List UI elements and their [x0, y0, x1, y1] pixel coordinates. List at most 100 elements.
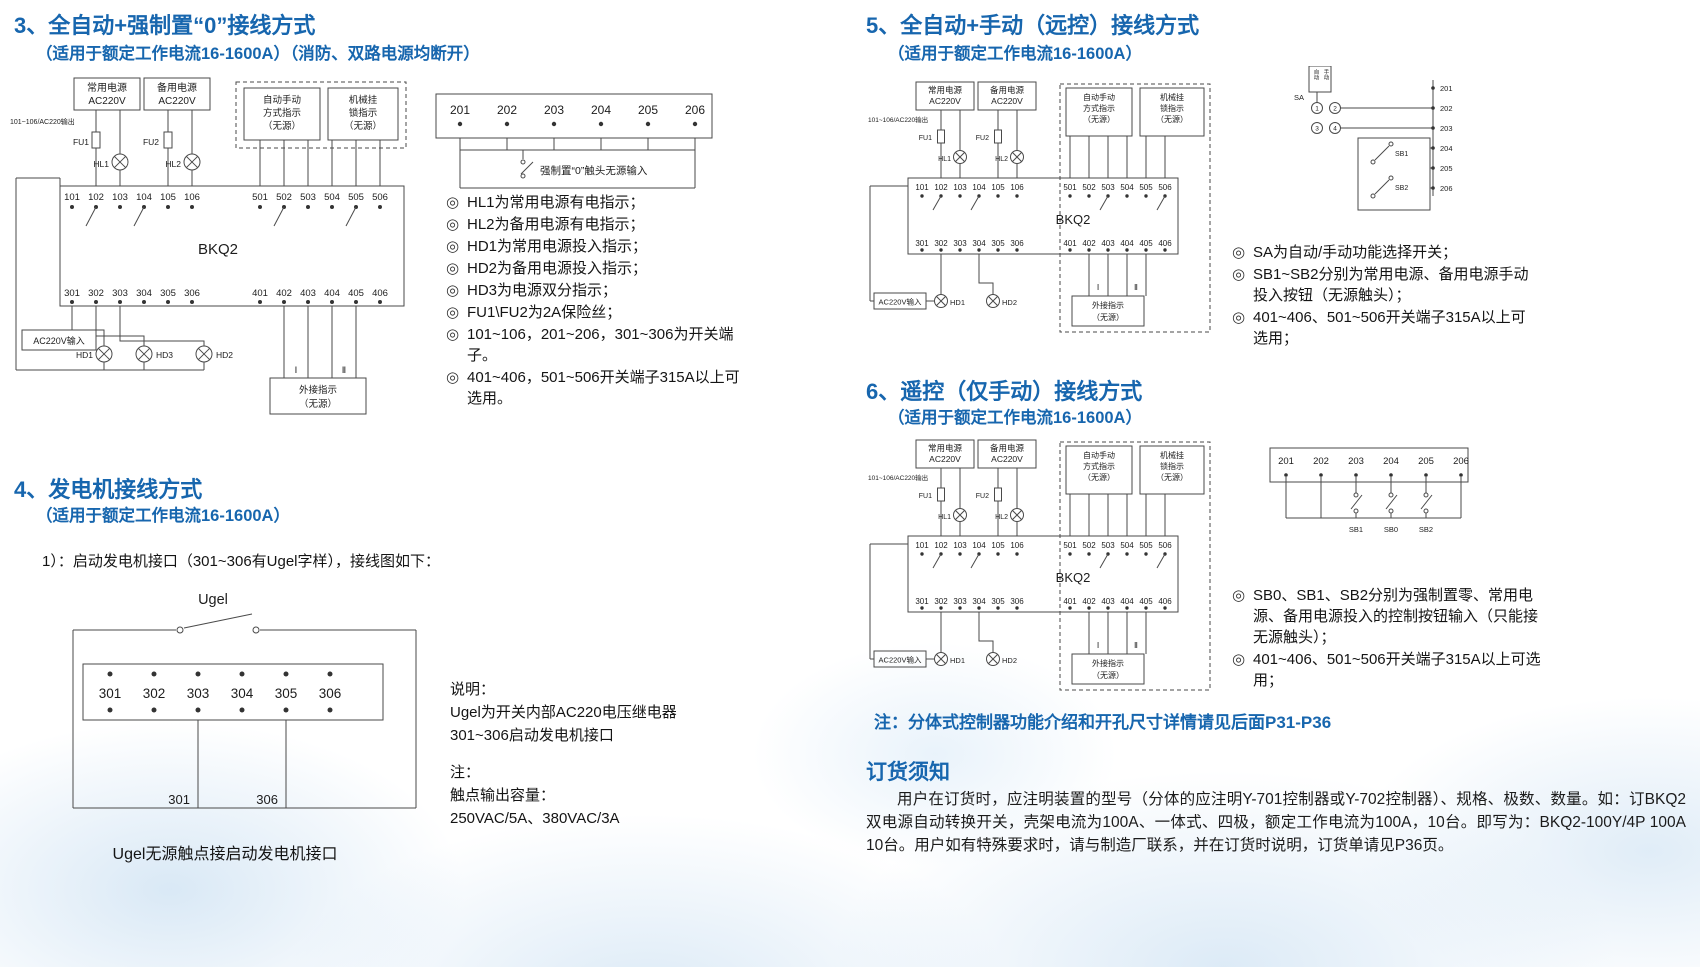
auto-indicator-line1: 自动手动 [1083, 450, 1115, 460]
auto-indicator-line1: 自动手动 [263, 94, 301, 106]
fuse1-label: FU1 [73, 137, 89, 147]
spacer [450, 747, 677, 761]
list-item-text: HL1为常用电源有电指示； [467, 194, 645, 211]
list-item: ◎SA为自动/手动功能选择开关； [1232, 242, 1537, 263]
bullet-icon: ◎ [446, 326, 460, 343]
roman-two: Ⅱ [1134, 283, 1138, 292]
list-item: ◎ 101~106，201~206，301~306为开关端子。 [446, 324, 751, 366]
normal-supply-label: 常用电源 [928, 85, 963, 95]
list-item-text: 101~106，201~206，301~306为开关端子。 [467, 326, 734, 364]
section3-heading: 3、全自动+强制置“0”接线方式 [14, 13, 316, 38]
wire-label-306: 306 [256, 792, 278, 807]
bullet-icon: ◎ [446, 216, 460, 233]
notes-title: 说明： [450, 681, 496, 698]
output-range-label: 101~106/AC220输出 [10, 117, 75, 126]
list-item-text: HD2为备用电源投入指示； [467, 260, 648, 277]
auto-indicator-line3: （无源） [1083, 115, 1115, 124]
ext-indicator-line2: （无源） [1092, 313, 1124, 322]
wiring-labels: 常用电源 AC220V 备用电源 AC220V 101~106/AC220输出 … [10, 81, 388, 410]
lamp-hl2-label: HL2 [165, 159, 181, 169]
backup-supply-label: 备用电源 [990, 85, 1025, 95]
backup-supply-label: 备用电源 [990, 443, 1025, 453]
normal-supply-label: 常用电源 [928, 443, 963, 453]
ac-input-label: AC220V输入 [879, 655, 922, 665]
normal-supply-voltage: AC220V [929, 96, 961, 106]
list-item: ◎HL2为备用电源有电指示； [446, 214, 751, 235]
lamp-hl1-label: HL1 [938, 514, 951, 521]
device-label: BKQ2 [1056, 570, 1091, 585]
strip-lines [435, 93, 713, 189]
lamp-hd3-label: HD3 [156, 350, 173, 360]
lock-indicator-line3: （无源） [1156, 473, 1188, 482]
section5-subtitle: （适用于额定工作电流16-1600A） [888, 45, 1142, 63]
lock-indicator-line2: 锁指示 [1160, 103, 1184, 113]
list-item: ◎FU1\FU2为2A保险丝； [446, 302, 751, 323]
section3-notes-list: ◎HL1为常用电源有电指示； ◎HL2为备用电源有电指示； ◎HD1为常用电源投… [446, 192, 751, 410]
lamp-hd2-label: HD2 [1002, 298, 1017, 307]
ext-indicator-line1: 外接指示 [1092, 300, 1124, 310]
list-item: ◎401~406，501~506开关端子315A以上可选用。 [446, 367, 751, 409]
lock-indicator-line1: 机械挂 [349, 94, 378, 106]
list-item: ◎HD2为备用电源投入指示； [446, 258, 751, 279]
fuse2-label: FU2 [143, 137, 159, 147]
lamp-hd2-label: HD2 [216, 350, 233, 360]
auto-indicator-line1: 自动手动 [1083, 92, 1115, 102]
bullet-icon: ◎ [446, 369, 460, 386]
fuse2-label: FU2 [976, 493, 989, 500]
bullet-icon: ◎ [446, 282, 460, 299]
list-item-text: SB0、SB1、SB2分别为强制置零、常用电源、备用电源投入的控制按钮输入（只能… [1253, 587, 1539, 646]
notes-title: 注： [450, 764, 481, 781]
button-sb1-label: SB1 [1349, 525, 1363, 534]
generator-diagram-caption: Ugel无源触点接启动发电机接口 [112, 846, 338, 863]
list-item-text: 401~406、501~506开关端子315A以上可选用； [1253, 651, 1541, 689]
wiring-diagram-auto-manual: 常用电源 AC220V 备用电源 AC220V 101~106/AC220输出 … [868, 81, 1211, 333]
backup-supply-label: 备用电源 [157, 81, 197, 94]
fuse2-label: FU2 [976, 135, 989, 142]
lamp-hd1-label: HD1 [950, 298, 965, 307]
lamp-hl2-label: HL2 [995, 514, 1008, 521]
output-range-label: 101~106/AC220输出 [868, 115, 928, 124]
list-item: ◎ HD3为电源双分指示； [446, 280, 751, 301]
button-sb2-label: SB2 [1395, 185, 1408, 192]
auto-indicator-line2: 方式指示 [263, 107, 301, 119]
list-item: ◎401~406、501~506开关端子315A以上可选用； [1232, 307, 1537, 349]
contact-2: 2 [1333, 106, 1337, 113]
bullet-icon: ◎ [446, 238, 460, 255]
lock-indicator-line2: 锁指示 [349, 107, 378, 119]
wiring-lines [72, 613, 417, 809]
notes-line: 触点输出容量： [450, 787, 556, 804]
wiring-diagram-auto-force-zero: 常用电源 AC220V 备用电源 AC220V 101~106/AC220输出 … [10, 77, 407, 415]
lock-indicator-line1: 机械挂 [1160, 92, 1184, 102]
wiring-labels: 常用电源 AC220V 备用电源 AC220V 101~106/AC220输出 … [868, 443, 1188, 680]
selector-sa-label: SA [1294, 93, 1304, 102]
contact-4: 4 [1333, 126, 1337, 133]
contact-3: 3 [1315, 126, 1319, 133]
lamp-hl1-label: HL1 [93, 159, 109, 169]
lock-indicator-line3: （无源） [344, 120, 382, 132]
list-item: ◎SB0、SB1、SB2分别为强制置零、常用电源、备用电源投入的控制按钮输入（只… [1232, 585, 1552, 648]
section6-notes-list: ◎SB0、SB1、SB2分别为强制置零、常用电源、备用电源投入的控制按钮输入（只… [1232, 585, 1552, 692]
ext-indicator-line2: （无源） [1092, 671, 1124, 680]
wiring-lines [15, 77, 407, 415]
backup-supply-voltage: AC220V [991, 454, 1023, 464]
device-label: BKQ2 [1056, 212, 1091, 227]
fuse1-label: FU1 [919, 135, 932, 142]
list-item-text: HD3为电源双分指示； [467, 282, 618, 299]
list-item-text: 401~406、501~506开关端子315A以上可选用； [1253, 309, 1526, 347]
section4-notes: 说明： Ugel为开关内部AC220电压继电器 301~306启动发电机接口 注… [450, 678, 677, 830]
auto-indicator-line2: 方式指示 [1083, 103, 1115, 113]
device-label: BKQ2 [198, 241, 238, 258]
backup-supply-voltage: AC220V [158, 96, 196, 107]
